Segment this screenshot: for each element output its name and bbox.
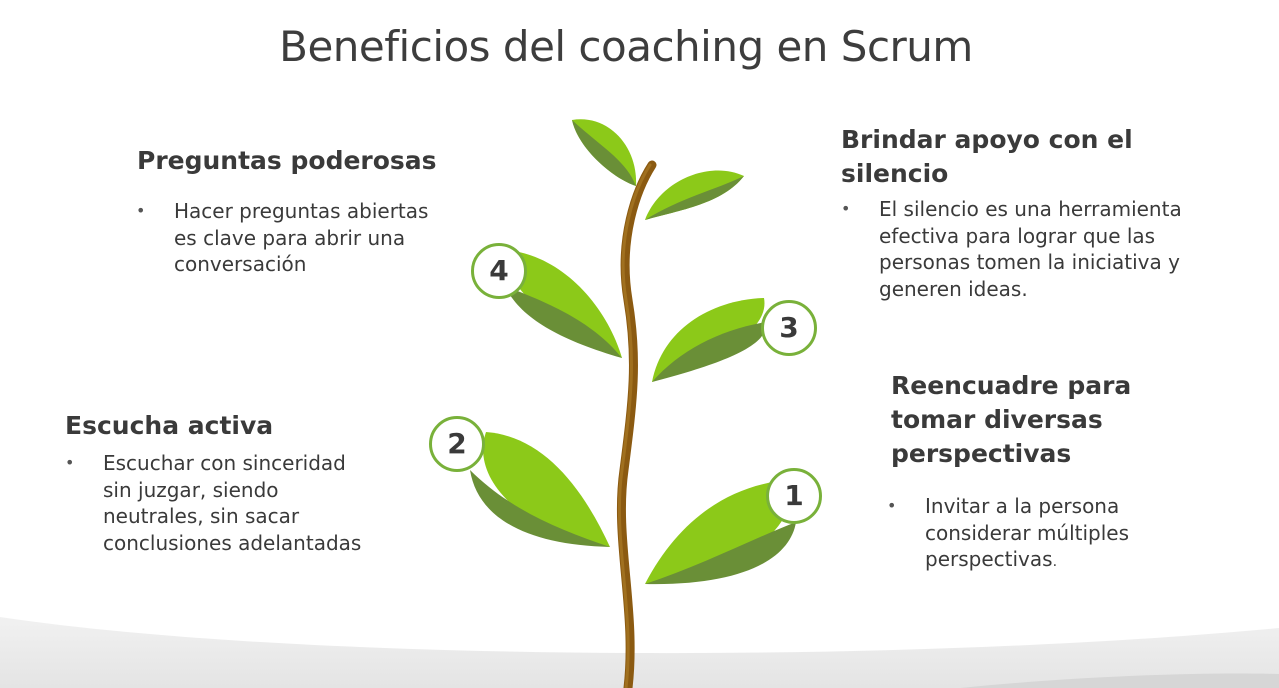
leaf-4 xyxy=(505,250,622,358)
step-3-heading-line: Brindar apoyo con el xyxy=(841,125,1133,154)
step-3-heading: Brindar apoyo con el silencio xyxy=(841,123,1133,191)
page-title: Beneficios del coaching en Scrum xyxy=(279,22,973,71)
step-3-text-line: personas tomen la iniciativa y xyxy=(879,250,1180,274)
leaf-top-left xyxy=(572,119,637,186)
step-number-4: 4 xyxy=(471,243,527,299)
step-2-bullet-text: • Escuchar con sinceridad sin juzgar, si… xyxy=(65,450,362,556)
step-2-text-line: conclusiones adelantadas xyxy=(103,530,362,555)
step-3-bullet-text: • El silencio es una herramienta efectiv… xyxy=(841,196,1182,302)
leaf-4-shade xyxy=(505,286,622,358)
leaf-1-light xyxy=(645,480,792,584)
step-3-heading-line: silencio xyxy=(841,159,949,188)
step-1-heading-line: tomar diversas xyxy=(891,405,1103,434)
step-1-text-last: perspectivas xyxy=(925,547,1053,571)
step-4-text-line: Hacer preguntas abiertas xyxy=(174,199,429,223)
step-number-2: 2 xyxy=(429,416,485,472)
leaf-top-right-shade xyxy=(645,176,744,220)
step-2-text-line: Escuchar con sinceridad xyxy=(103,451,346,475)
bullet-icon: • xyxy=(841,199,851,218)
plant-stem-highlight xyxy=(617,163,652,688)
step-1-heading: Reencuadre para tomar diversas perspecti… xyxy=(891,369,1131,471)
leaf-1-shade xyxy=(645,522,796,585)
bullet-icon: • xyxy=(65,453,75,472)
leaf-top-left-shade xyxy=(572,120,636,186)
step-4-text-line: es clave para abrir una xyxy=(174,225,406,250)
step-1-text-period: . xyxy=(1052,554,1058,570)
step-1-text-line: perspectivas. xyxy=(925,546,1129,576)
leaf-top-right xyxy=(645,170,744,220)
step-3-text-line: generen ideas. xyxy=(879,276,1028,301)
step-4-text-line: conversación xyxy=(174,252,307,276)
leaf-1 xyxy=(645,480,796,585)
bullet-icon: • xyxy=(136,201,146,220)
ground-shape xyxy=(0,617,1279,688)
step-1-text-line: considerar múltiples xyxy=(925,520,1130,545)
step-4-heading: Preguntas poderosas xyxy=(137,144,437,178)
step-1-heading-line: Reencuadre para xyxy=(891,371,1132,400)
step-2-heading: Escucha activa xyxy=(65,409,273,443)
ground-shadow xyxy=(960,673,1279,688)
bullet-icon: • xyxy=(887,496,897,515)
step-4-heading-line: Preguntas poderosas xyxy=(137,146,437,175)
leaf-2-light xyxy=(483,432,610,547)
leaf-2 xyxy=(470,432,610,547)
plant-stem xyxy=(616,160,657,688)
step-2-text-line: neutrales, sin sacar xyxy=(103,504,300,528)
step-3-text-line: efectiva para lograr que las xyxy=(879,223,1156,248)
step-number-1: 1 xyxy=(766,468,822,524)
step-3-text-line: El silencio es una herramienta xyxy=(879,197,1182,221)
step-1-bullet-text: • Invitar a la persona considerar múltip… xyxy=(887,493,1130,576)
step-1-text-line: Invitar a la persona xyxy=(925,494,1120,518)
step-1-heading-line: perspectivas xyxy=(891,439,1072,468)
step-number-3: 3 xyxy=(761,300,817,356)
leaf-3 xyxy=(652,298,767,382)
leaf-2-shade xyxy=(470,470,610,547)
step-2-heading-line: Escucha activa xyxy=(65,411,274,440)
step-2-text-line: sin juzgar, siendo xyxy=(103,477,279,502)
leaf-3-shade xyxy=(652,322,767,382)
step-4-bullet-text: • Hacer preguntas abiertas es clave para… xyxy=(136,198,429,278)
